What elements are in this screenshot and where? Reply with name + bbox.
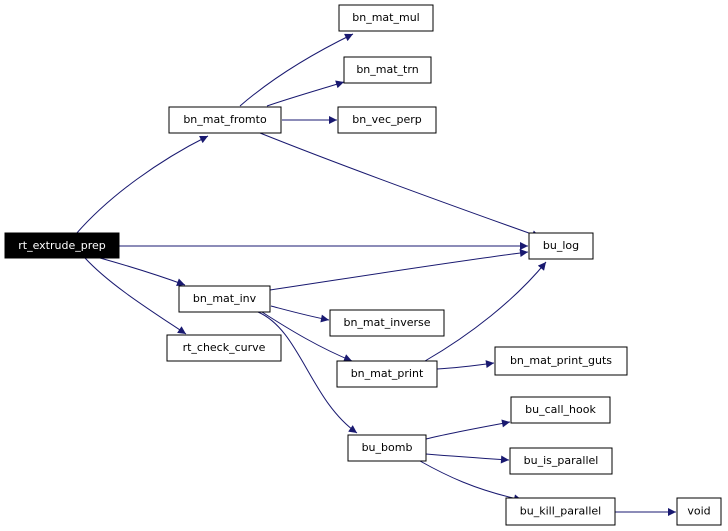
node-bn_mat_trn[interactable]: bn_mat_trn xyxy=(343,56,432,84)
node-label: bn_mat_print_guts xyxy=(510,354,612,367)
node-bu_bomb[interactable]: bu_bomb xyxy=(347,434,427,462)
edge-bn_mat_fromto-bu_log xyxy=(259,132,541,239)
edge-bn_mat_inv-bu_log xyxy=(269,249,529,291)
node-bu_call_hook[interactable]: bu_call_hook xyxy=(510,396,611,424)
node-label: rt_check_curve xyxy=(183,341,266,354)
node-bn_mat_print_guts[interactable]: bn_mat_print_guts xyxy=(494,346,628,376)
node-label: bu_kill_parallel xyxy=(520,505,601,518)
edge-bu_bomb-bu_call_hook xyxy=(425,419,511,440)
node-bn_mat_mul[interactable]: bn_mat_mul xyxy=(338,4,434,32)
node-label: bn_mat_mul xyxy=(352,11,419,24)
node-void[interactable]: void xyxy=(676,497,722,526)
node-label: bn_vec_perp xyxy=(352,113,422,126)
edge-bn_mat_inv-bn_mat_print xyxy=(261,311,353,362)
node-label: rt_extrude_prep xyxy=(18,239,106,252)
node-bu_kill_parallel[interactable]: bu_kill_parallel xyxy=(505,497,616,526)
node-bn_mat_fromto[interactable]: bn_mat_fromto xyxy=(168,106,282,134)
edge-bn_mat_print-bu_log xyxy=(424,261,547,362)
node-bn_mat_inverse[interactable]: bn_mat_inverse xyxy=(329,309,445,337)
node-bu_is_parallel[interactable]: bu_is_parallel xyxy=(509,447,613,475)
node-label: bn_mat_print xyxy=(351,367,424,380)
edge-bu_bomb-bu_is_parallel xyxy=(425,453,510,464)
node-label: bn_mat_trn xyxy=(356,63,418,76)
node-label: bu_is_parallel xyxy=(524,454,599,467)
edge-bn_mat_fromto-bn_mat_mul xyxy=(239,33,354,107)
edge-bn_mat_inv-bn_mat_inverse xyxy=(270,305,330,323)
edge-bn_mat_print-bn_mat_print_guts xyxy=(436,360,495,370)
node-bn_mat_print[interactable]: bn_mat_print xyxy=(336,360,438,388)
node-label: bu_bomb xyxy=(362,441,413,454)
edges xyxy=(75,33,676,516)
node-label: bu_log xyxy=(543,239,579,252)
node-rt_extrude_prep[interactable]: rt_extrude_prep xyxy=(4,232,120,259)
edge-bn_mat_fromto-bn_mat_trn xyxy=(266,80,345,107)
nodes: rt_extrude_prep bn_mat_fromto bn_mat_mul… xyxy=(4,4,722,526)
node-label: bu_call_hook xyxy=(525,403,596,416)
node-label: bn_mat_inverse xyxy=(343,316,430,329)
node-label: bn_mat_inv xyxy=(193,292,257,305)
node-label: void xyxy=(687,505,710,518)
node-bn_mat_inv[interactable]: bn_mat_inv xyxy=(178,285,271,313)
node-bn_vec_perp[interactable]: bn_vec_perp xyxy=(337,106,437,134)
node-label: bn_mat_fromto xyxy=(183,113,267,126)
edge-rt_extrude_prep-bn_mat_inv xyxy=(99,257,186,287)
node-rt_check_curve[interactable]: rt_check_curve xyxy=(166,334,282,362)
edge-bu_bomb-bu_kill_parallel xyxy=(419,460,523,503)
edge-rt_extrude_prep-rt_check_curve xyxy=(84,257,187,335)
node-bu_log[interactable]: bu_log xyxy=(528,232,594,260)
edge-rt_extrude_prep-bn_mat_fromto xyxy=(75,135,209,235)
edge-bn_mat_inv-bu_bomb xyxy=(257,311,358,434)
